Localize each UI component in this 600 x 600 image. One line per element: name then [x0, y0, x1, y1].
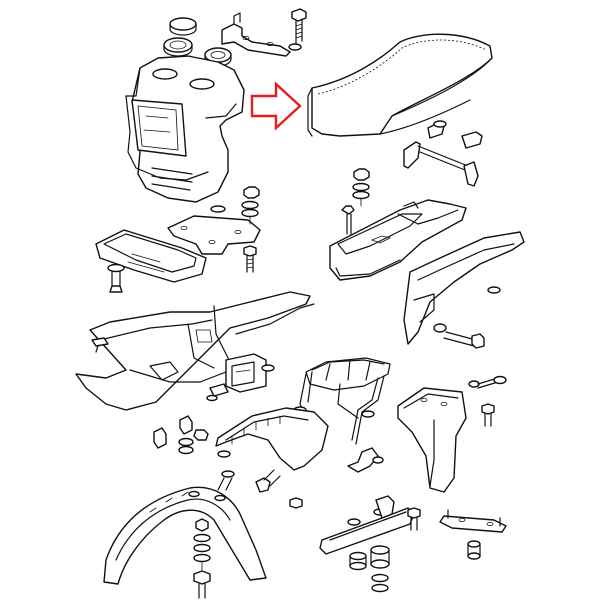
- nut-washer-part[interactable]: [352, 168, 370, 200]
- side-bolt-part[interactable]: [481, 403, 495, 427]
- battery-tray-part[interactable]: [329, 199, 467, 281]
- rear-light-mount-part[interactable]: [206, 364, 275, 402]
- bolt-bottom-part[interactable]: [407, 507, 421, 531]
- fork-mount-bracket-part[interactable]: [319, 495, 415, 555]
- spacer-part[interactable]: [349, 551, 367, 571]
- leader-lines: [201, 197, 362, 571]
- chain-guard-part[interactable]: [403, 231, 525, 345]
- rear-fender-plate-part[interactable]: [225, 353, 267, 393]
- front-fender-part[interactable]: [103, 486, 267, 585]
- mounting-strip-part[interactable]: [439, 509, 507, 533]
- seat-mount-bracket-part[interactable]: [221, 12, 291, 57]
- small-link-part[interactable]: [468, 375, 507, 389]
- side-cover-part[interactable]: [95, 229, 207, 293]
- small-part-cluster[interactable]: [217, 469, 303, 509]
- nut-washer-part-2[interactable]: [210, 186, 260, 218]
- bolt-washer-part[interactable]: [433, 323, 485, 349]
- collar-part[interactable]: [370, 545, 390, 593]
- seat-part[interactable]: [307, 33, 493, 137]
- highlight-arrow: [250, 81, 302, 131]
- cylinder-spacer-part[interactable]: [467, 540, 481, 560]
- rear-mud-flap-part[interactable]: [215, 407, 329, 471]
- mount-bolt-part[interactable]: [288, 8, 307, 51]
- lower-fender-mount-part[interactable]: [397, 387, 467, 493]
- seat-latch-bracket-part[interactable]: [403, 120, 483, 187]
- clip-hardware-part[interactable]: [153, 415, 209, 455]
- rear-frame-part[interactable]: [75, 291, 315, 411]
- small-bolt-part[interactable]: [243, 245, 257, 273]
- rear-number-plate-bracket-part[interactable]: [167, 215, 261, 255]
- bracket-small-part[interactable]: [347, 447, 384, 473]
- front-fender-hardware-part[interactable]: [193, 518, 211, 599]
- rear-tail-cowl-part[interactable]: [125, 55, 245, 203]
